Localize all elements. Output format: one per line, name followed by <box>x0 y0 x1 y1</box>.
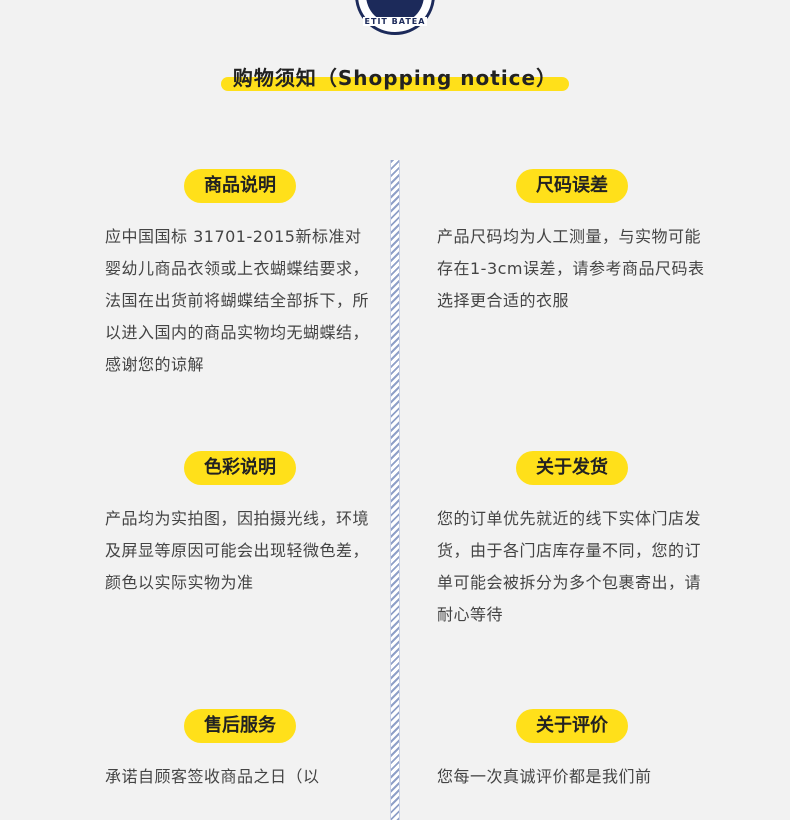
section-tag: 关于发货 <box>516 451 628 485</box>
section-color-description: 色彩说明 产品均为实拍图，因拍摄光线，环境及屏显等原因可能会出现轻微色差，颜色以… <box>105 451 375 599</box>
section-body: 产品尺码均为人工测量，与实物可能存在1-3cm误差，请参考商品尺码表选择更合适的… <box>437 227 705 310</box>
section-tag: 尺码误差 <box>516 169 628 203</box>
page-title-text: 购物须知（Shopping notice） <box>232 66 558 90</box>
title-highlight <box>220 77 570 91</box>
section-shipping: 关于发货 您的订单优先就近的线下实体门店发货，由于各门店库存量不同，您的订单可能… <box>437 451 707 631</box>
section-after-sales: 售后服务 承诺自顾客签收商品之日（以 <box>105 709 375 793</box>
section-tag: 售后服务 <box>184 709 296 743</box>
section-size-error: 尺码误差 产品尺码均为人工测量，与实物可能存在1-3cm误差，请参考商品尺码表选… <box>437 169 707 317</box>
section-body: 应中国国标 31701-2015新标准对婴幼儿商品衣领或上衣蝴蝶结要求，法国在出… <box>105 227 370 374</box>
section-body: 承诺自顾客签收商品之日（以 <box>105 767 320 786</box>
section-body: 您每一次真诚评价都是我们前 <box>437 767 652 786</box>
logo-text: ETIT BATEA <box>362 17 428 26</box>
section-tag: 商品说明 <box>184 169 296 203</box>
section-tag: 关于评价 <box>516 709 628 743</box>
section-reviews: 关于评价 您每一次真诚评价都是我们前 <box>437 709 707 793</box>
section-body: 您的订单优先就近的线下实体门店发货，由于各门店库存量不同，您的订单可能会被拆分为… <box>437 509 702 624</box>
center-divider <box>390 160 400 820</box>
section-tag: 色彩说明 <box>184 451 296 485</box>
section-body: 产品均为实拍图，因拍摄光线，环境及屏显等原因可能会出现轻微色差，颜色以实际实物为… <box>105 509 370 592</box>
section-product-description: 商品说明 应中国国标 31701-2015新标准对婴幼儿商品衣领或上衣蝴蝶结要求… <box>105 169 375 381</box>
page-title: 购物须知（Shopping notice） <box>0 62 790 91</box>
brand-logo: ETIT BATEA <box>355 0 435 35</box>
